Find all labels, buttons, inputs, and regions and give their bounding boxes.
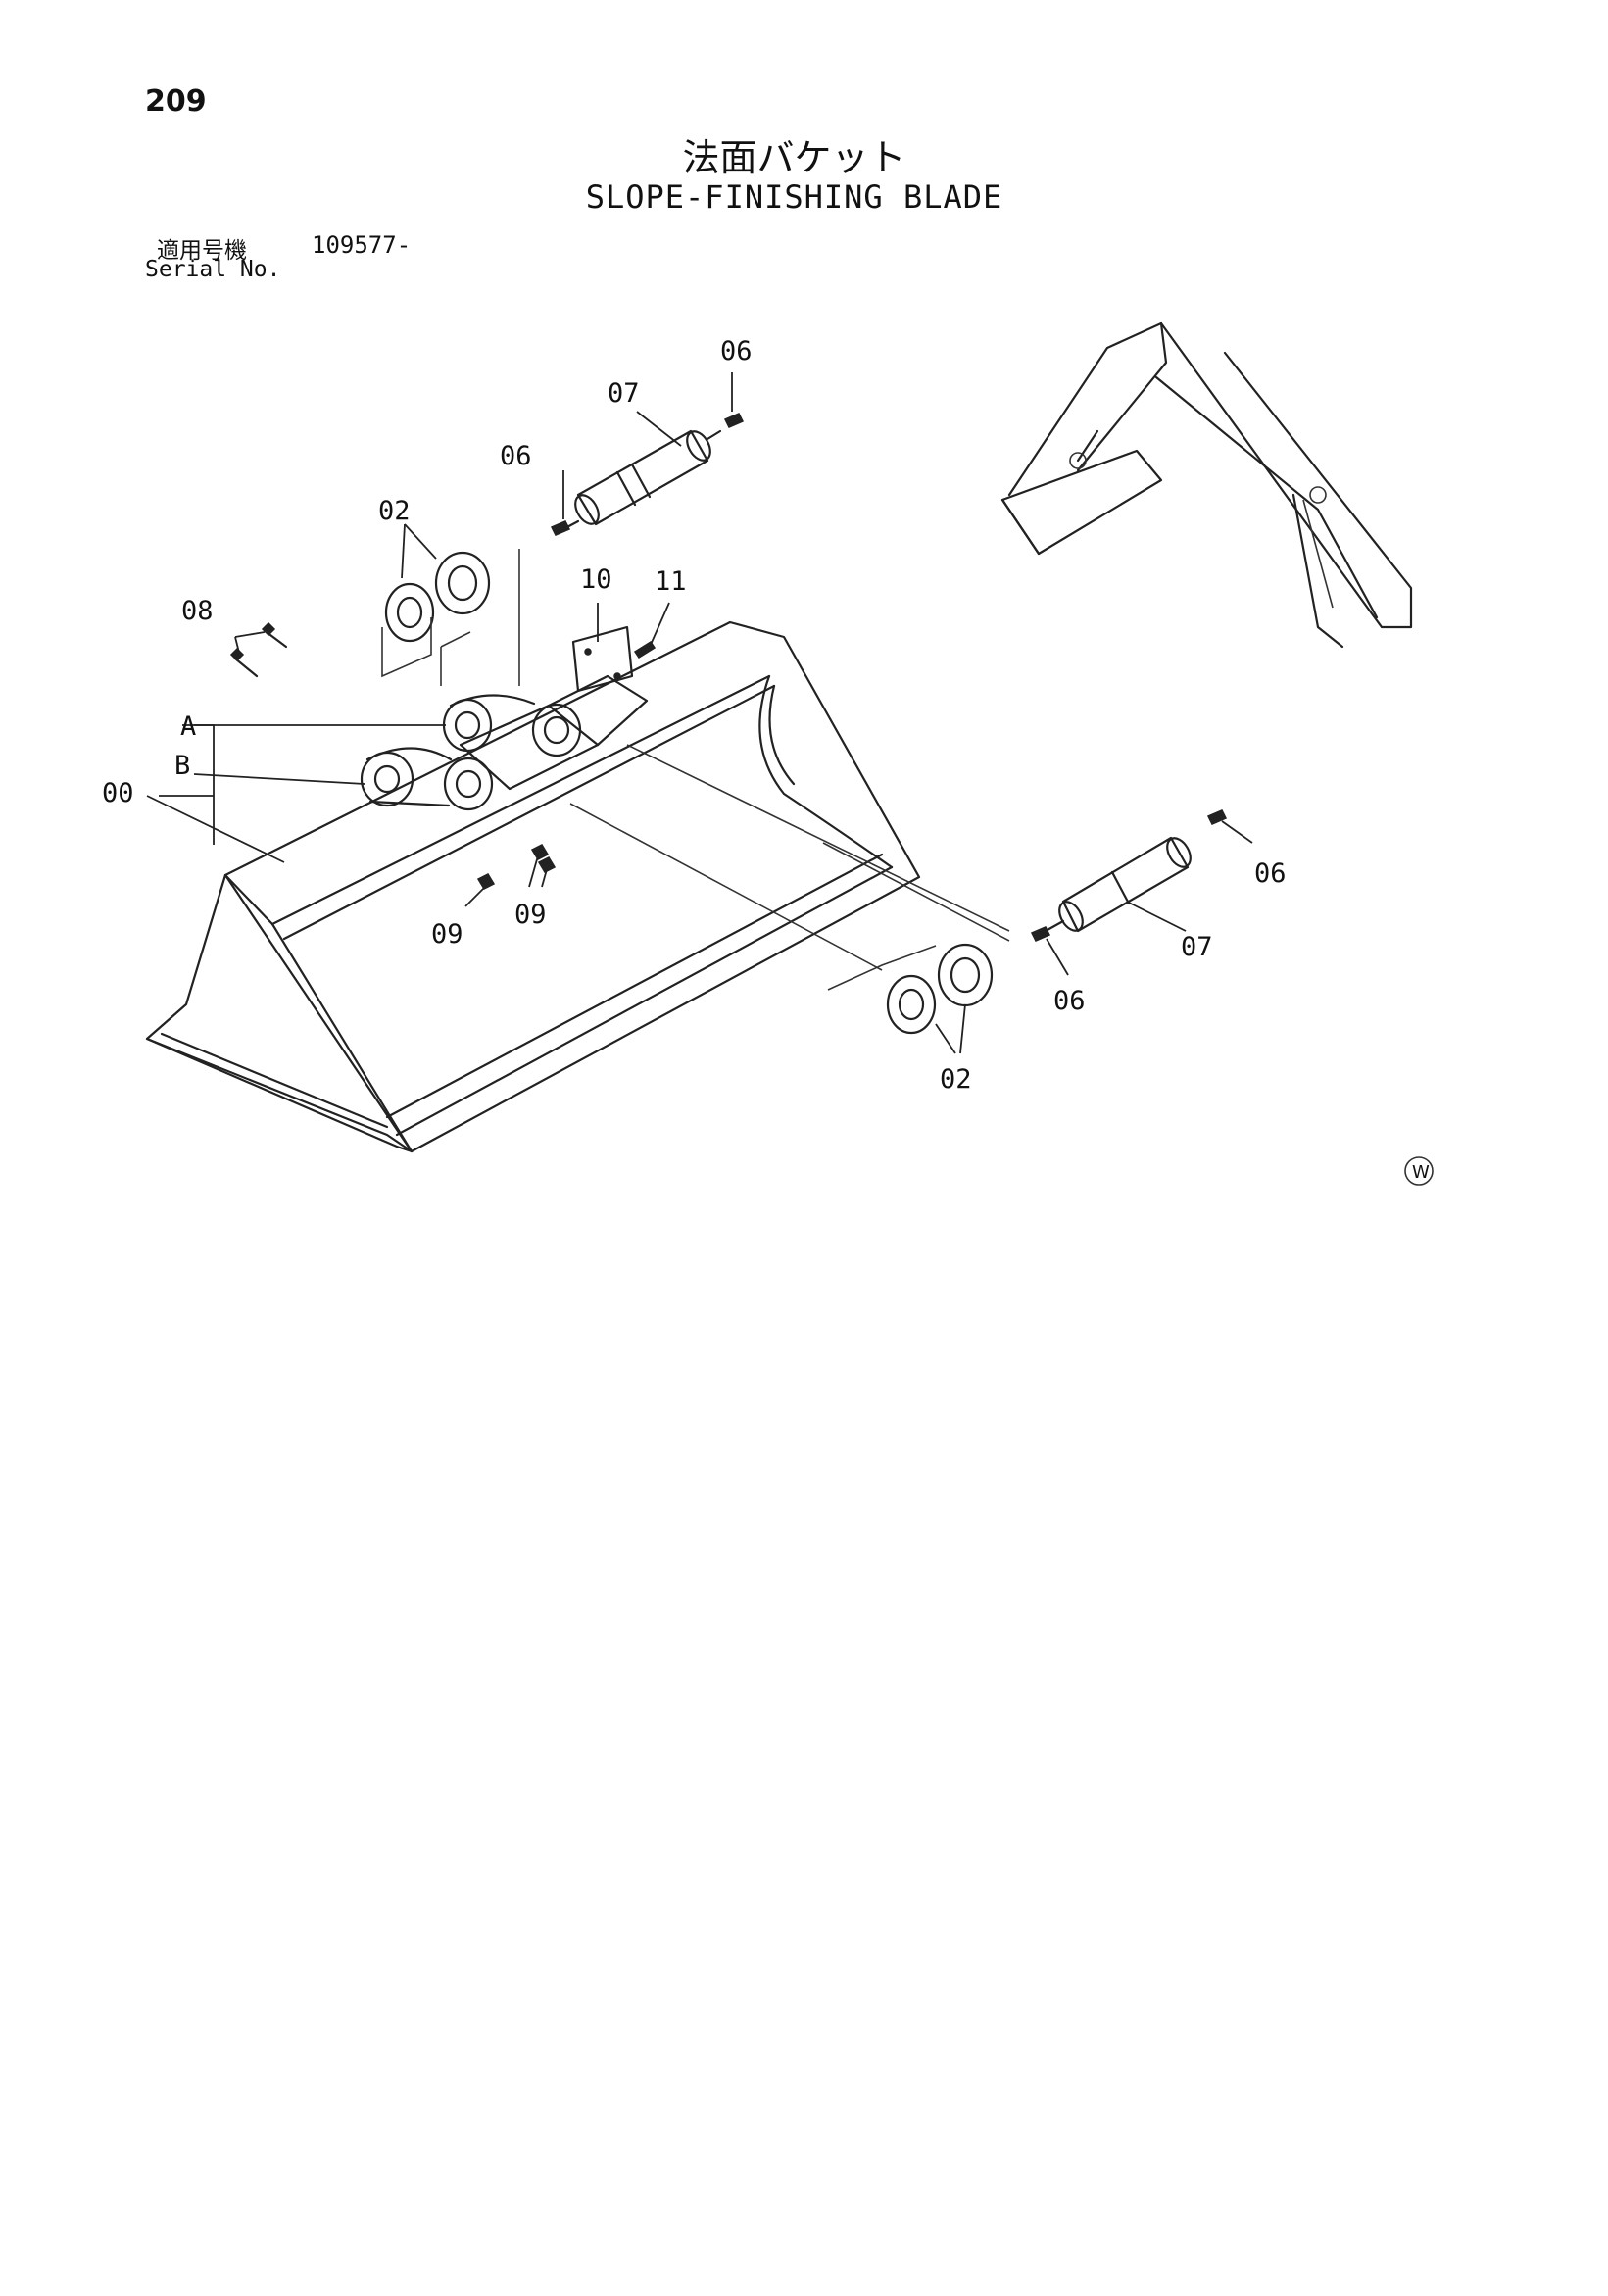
callout-09-right: 09 xyxy=(514,900,547,930)
bolts-and-nuts xyxy=(229,621,557,890)
upper-pin-assembly xyxy=(550,413,745,536)
callout-11: 11 xyxy=(655,566,687,597)
bushings-bottom xyxy=(827,943,994,1035)
leader-lines xyxy=(146,372,1253,1054)
callout-09-left: 09 xyxy=(431,919,463,950)
serial-label-japanese: 適用号機 xyxy=(157,238,247,264)
callout-02-bottom: 02 xyxy=(940,1064,972,1095)
plate-and-bolt xyxy=(571,625,657,693)
title-english: SLOPE-FINISHING BLADE xyxy=(585,178,1003,216)
callout-06-top-left: 06 xyxy=(500,441,532,471)
title-japanese: 法面バケット xyxy=(682,136,906,179)
callout-00: 00 xyxy=(102,778,134,808)
callout-07-right: 07 xyxy=(1181,932,1213,962)
callout-labels: 00 A B 02 02 06 06 06 06 07 07 08 09 09 … xyxy=(102,336,1287,1095)
serial-label-english: Serial No. xyxy=(145,257,281,282)
callout-06-top-right: 06 xyxy=(720,336,753,366)
callout-a: A xyxy=(180,711,196,742)
callout-08: 08 xyxy=(181,596,214,626)
callout-02-top: 02 xyxy=(378,496,411,526)
assembly-guide-lines xyxy=(440,549,1010,971)
callout-b: B xyxy=(174,751,190,781)
circled-w-symbol: W xyxy=(1404,1156,1434,1186)
page-number: 209 xyxy=(145,84,207,119)
bucket-body xyxy=(145,620,921,1153)
inset-excavator-illustration xyxy=(1000,321,1413,649)
serial-number-value: 109577- xyxy=(312,231,412,259)
callout-06-right-top: 06 xyxy=(1254,858,1287,889)
callout-06-right-bottom: 06 xyxy=(1053,986,1086,1016)
callout-07-top: 07 xyxy=(608,378,640,409)
circled-w-letter: W xyxy=(1412,1162,1430,1183)
right-pin-assembly xyxy=(1030,809,1228,942)
bushings-top xyxy=(381,551,491,678)
callout-10: 10 xyxy=(580,564,612,595)
